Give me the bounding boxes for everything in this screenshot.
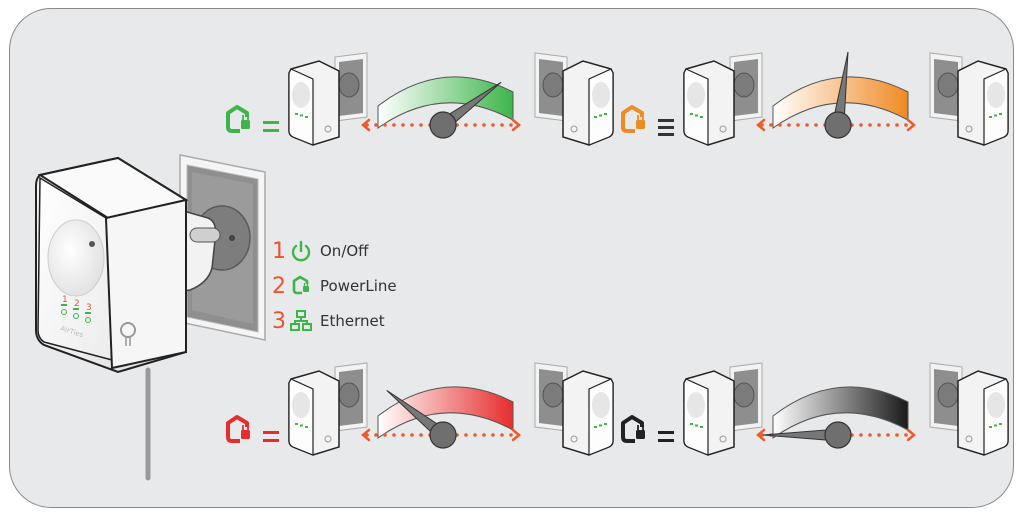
gauge-hub <box>824 111 852 139</box>
small-adapter <box>534 52 614 146</box>
legend-item-powerline: 2 PowerLine <box>272 272 397 300</box>
gauge-hub <box>429 421 457 449</box>
small-adapter <box>929 362 1009 456</box>
powerline-status-icon <box>621 415 645 443</box>
legend-number: 2 <box>272 273 286 299</box>
small-adapter <box>683 52 763 146</box>
powerline-adapter: 1 2 3 AirTies <box>35 156 221 374</box>
panel-good <box>621 51 1009 146</box>
equals-sign <box>263 431 279 442</box>
small-adapter <box>288 52 368 146</box>
powerline-icon <box>292 275 309 295</box>
legend-item-on-off: 1 On/Off <box>272 237 369 265</box>
equals-sign <box>658 119 674 136</box>
powerline-status-icon <box>226 415 250 443</box>
led-number-2: 2 <box>74 299 80 309</box>
small-adapter <box>929 52 1009 146</box>
gauge-hub <box>429 111 457 139</box>
panel-poor <box>226 362 614 456</box>
powerline-status-icon <box>621 105 645 133</box>
powerline-status-icon <box>226 105 250 133</box>
legend-number: 1 <box>272 238 286 264</box>
equals-sign <box>658 431 674 442</box>
legend-label: PowerLine <box>320 277 397 295</box>
small-adapter <box>683 362 763 456</box>
panel-excellent <box>226 52 614 146</box>
legend-label: Ethernet <box>320 312 385 330</box>
ethernet-icon <box>290 310 312 331</box>
led-number-1: 1 <box>62 295 68 305</box>
panel-none <box>621 362 1009 456</box>
led-number-3: 3 <box>86 303 92 313</box>
gauge-hub <box>824 421 852 449</box>
small-adapter <box>534 362 614 456</box>
equals-sign <box>263 121 279 132</box>
legend-label: On/Off <box>320 242 369 260</box>
power-icon <box>291 240 311 262</box>
small-adapter <box>288 362 368 456</box>
legend-number: 3 <box>272 308 286 334</box>
legend-item-ethernet: 3 Ethernet <box>272 307 385 335</box>
